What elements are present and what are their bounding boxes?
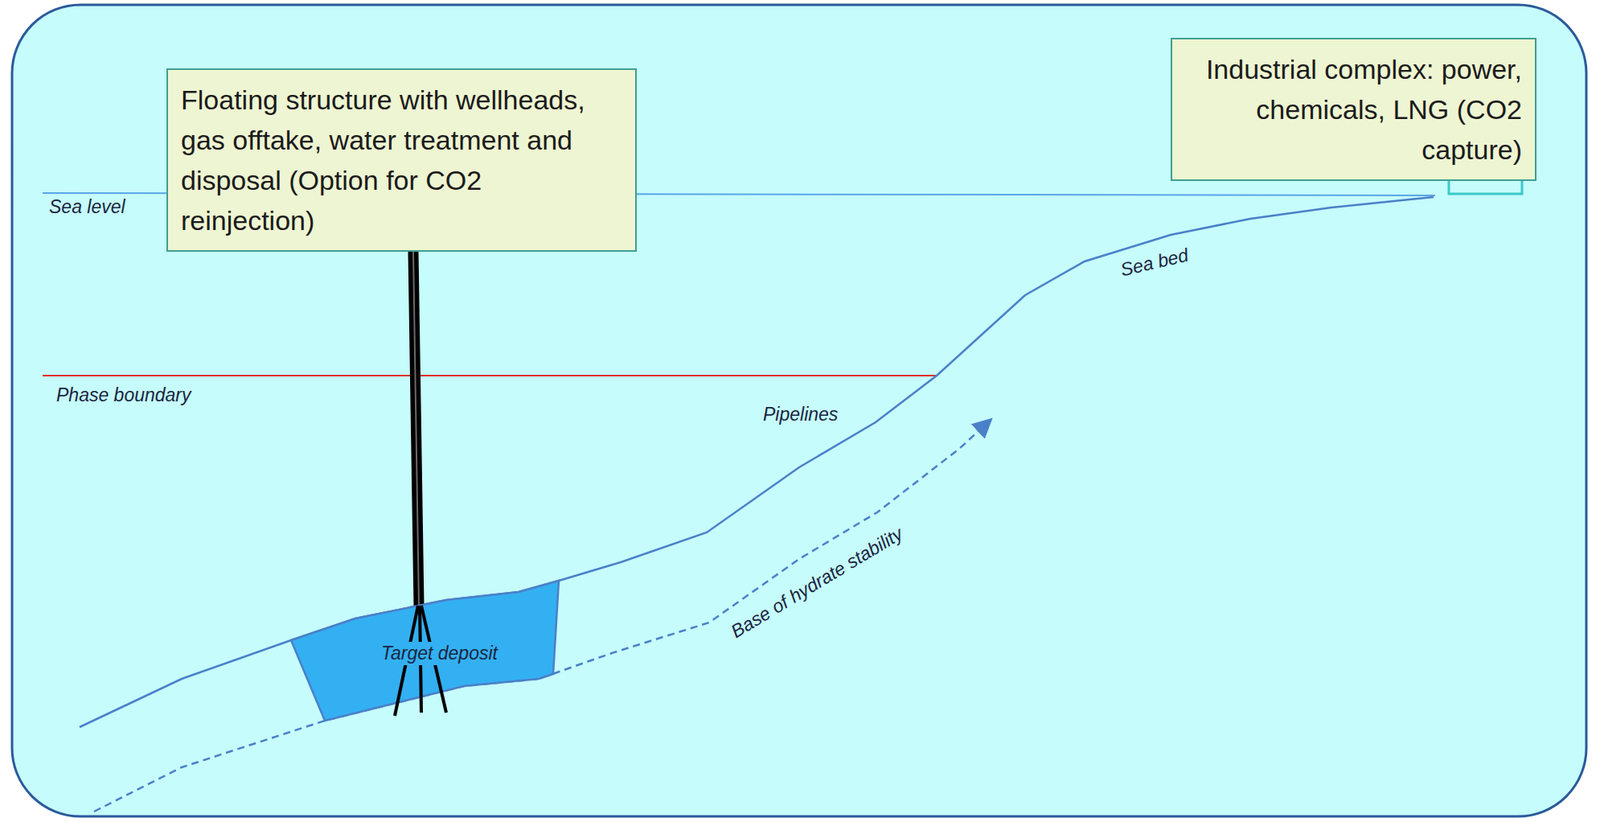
riser-inner (413, 251, 419, 606)
hydrate-stability-line (94, 420, 990, 812)
pipelines-label: Pipelines (763, 403, 838, 426)
target-deposit: Target deposit (289, 578, 563, 724)
sea-region (12, 4, 1587, 817)
phase-boundary-line (42, 374, 937, 377)
box-text: Floating structure with wellheads, gas o… (180, 79, 623, 241)
well-riser (413, 251, 419, 606)
industrial-box: Industrial complex: power, chemicals, LN… (1170, 37, 1537, 181)
deposit-outline (291, 580, 559, 721)
phase-boundary-label: Phase boundary (56, 384, 192, 407)
deposit-label: Target deposit (377, 641, 501, 665)
sea-bed-line (79, 196, 1434, 727)
platform-box: Floating structure with wellheads, gas o… (166, 68, 637, 252)
riser-outer (413, 251, 419, 606)
box-text: Industrial complex: power, chemicals, LN… (1185, 49, 1523, 170)
sea-level-label: Sea level (49, 196, 126, 218)
